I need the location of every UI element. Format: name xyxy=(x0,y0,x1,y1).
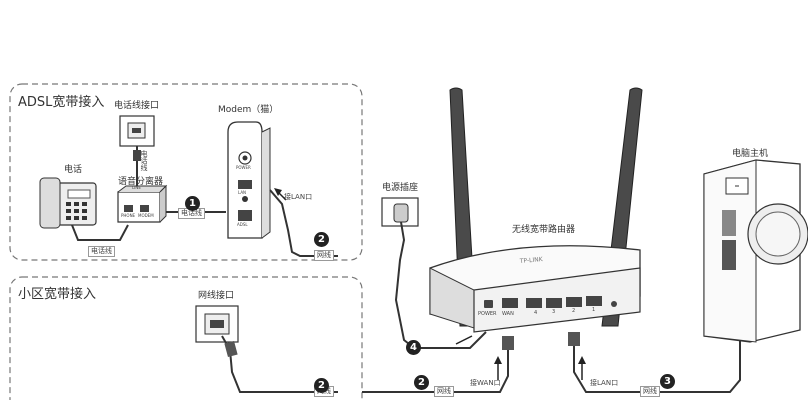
pc-tower-icon xyxy=(703,159,808,343)
step-4-badge: 4 xyxy=(406,340,421,355)
splitter-icon xyxy=(117,184,168,223)
step-2-badge-community: 2 xyxy=(314,378,329,393)
net-jack-icon xyxy=(195,305,239,343)
router-port-number: 1 xyxy=(592,307,596,313)
router-wan-port-text: WAN xyxy=(502,311,514,317)
phone-line-vertical-label: 电话线 xyxy=(140,150,148,171)
power-outlet-label: 电源插座 xyxy=(382,183,419,193)
adsl-section-box xyxy=(9,83,363,261)
power-cable xyxy=(394,221,487,349)
wan-in-cable xyxy=(362,348,509,393)
phone-line-tag: 电话线 xyxy=(88,246,115,257)
phone-jack-icon xyxy=(119,115,155,147)
modem-label: Modem（猫） xyxy=(218,105,279,115)
community-section-box xyxy=(9,276,363,400)
svg-text:TP-LINK: TP-LINK xyxy=(519,256,544,265)
net-cable-tag-adsl: 网线 xyxy=(314,250,334,261)
modem-lan-cable xyxy=(269,189,338,257)
power-arrow xyxy=(455,335,473,345)
community-section-title: 小区宽带接入 xyxy=(18,287,97,302)
step-2-badge-adsl: 2 xyxy=(314,232,329,247)
telephone-icon xyxy=(39,177,97,229)
step-1-badge: 1 xyxy=(185,196,200,211)
splitter-line-port-label: LINE xyxy=(132,185,141,190)
router-port-number: 2 xyxy=(572,308,576,314)
modem-power-label: POWER xyxy=(236,165,251,170)
router-port-number: 4 xyxy=(534,310,538,316)
phone-to-splitter-cable xyxy=(71,224,129,241)
router-wan-port-label: 接WAN口 xyxy=(470,379,501,387)
modem-icon xyxy=(227,121,271,239)
net-jack-label: 网线接口 xyxy=(198,291,235,301)
splitter-label: 语音分离器 xyxy=(118,177,164,187)
phone-label: 电话 xyxy=(64,165,83,175)
adsl-section-title: ADSL宽带接入 xyxy=(18,95,105,110)
router-label: 无线宽带路由器 xyxy=(512,225,576,235)
router-lan-port-label: 接LAN口 xyxy=(590,379,619,387)
net-cable-tag-lan: 网线 xyxy=(640,386,660,397)
phone-jack-label: 电话线接口 xyxy=(114,101,160,111)
net-cable-tag-wan: 网线 xyxy=(434,386,454,397)
step-2-badge-wan: 2 xyxy=(414,375,429,390)
modem-lan-label: LAN xyxy=(238,190,247,195)
router-body-icon: TP-LINK xyxy=(429,245,641,333)
splitter-phone-port-label: PHONE xyxy=(121,213,136,218)
step-3-badge: 3 xyxy=(660,374,675,389)
power-outlet-icon xyxy=(381,197,419,227)
router-power-port-label: POWER xyxy=(478,311,497,317)
router-port-number: 3 xyxy=(552,309,556,315)
modem-lan-port-label: 接LAN口 xyxy=(284,193,313,201)
splitter-modem-port-label: MODEM xyxy=(138,213,154,218)
modem-adsl-label: ADSL xyxy=(237,222,248,227)
pc-label: 电脑主机 xyxy=(732,149,769,159)
